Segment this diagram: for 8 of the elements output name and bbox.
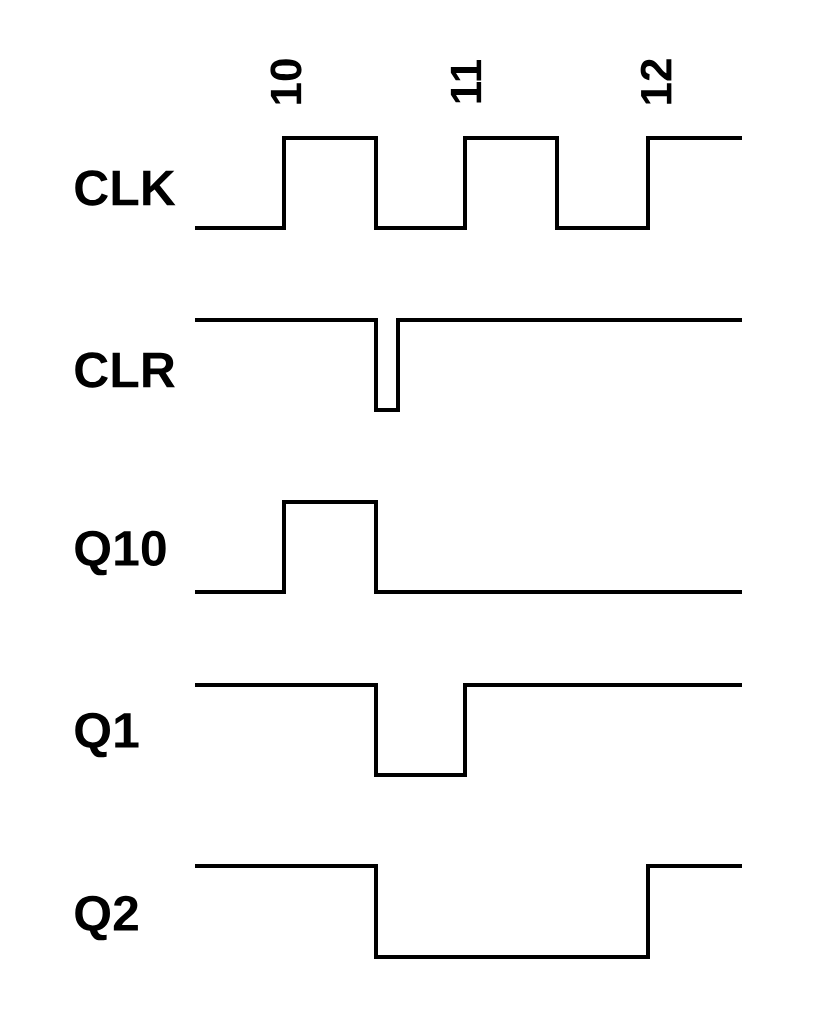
tick-label: 10: [270, 59, 302, 104]
signal-label: Q1: [75, 712, 139, 758]
tick-label: 12: [640, 59, 672, 104]
tick-label: 11: [450, 60, 482, 103]
signal-label: CLR: [75, 352, 175, 388]
signal-label: CLK: [75, 170, 176, 206]
signal-label: Q2: [75, 895, 138, 941]
signal-label: Q10: [75, 530, 166, 576]
